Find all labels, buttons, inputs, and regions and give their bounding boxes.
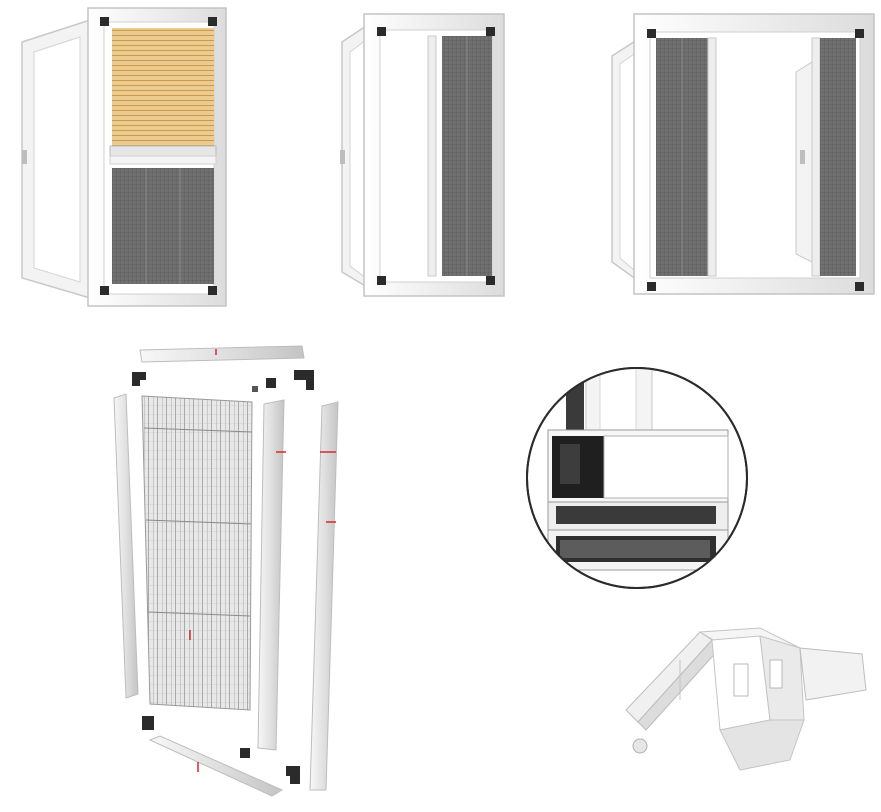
window-single-side-screen (340, 13, 505, 297)
sliding-bar (427, 35, 437, 277)
corner-cap (377, 27, 386, 36)
bottom-rail (148, 735, 284, 797)
window-pleated-blind-and-screen (21, 7, 227, 307)
pleated-mesh (141, 395, 253, 711)
corner-joint-detail (625, 627, 867, 771)
top-rail (139, 345, 305, 363)
corner-connector (132, 372, 146, 386)
window-double-side-screens (611, 13, 875, 295)
left-profile (113, 393, 139, 699)
right-profile (309, 401, 339, 791)
corner-cap (100, 17, 109, 26)
pleated-blind (112, 28, 214, 146)
corner-profile-right (799, 647, 867, 701)
mesh-screen (112, 168, 214, 284)
profile-cross-section-detail (526, 367, 748, 589)
exploded-screen-kit (113, 345, 339, 797)
mesh-screen-right (820, 38, 856, 276)
corner-cap (647, 29, 656, 38)
sliding-bar (257, 399, 285, 751)
corner-profile-left (625, 631, 713, 723)
